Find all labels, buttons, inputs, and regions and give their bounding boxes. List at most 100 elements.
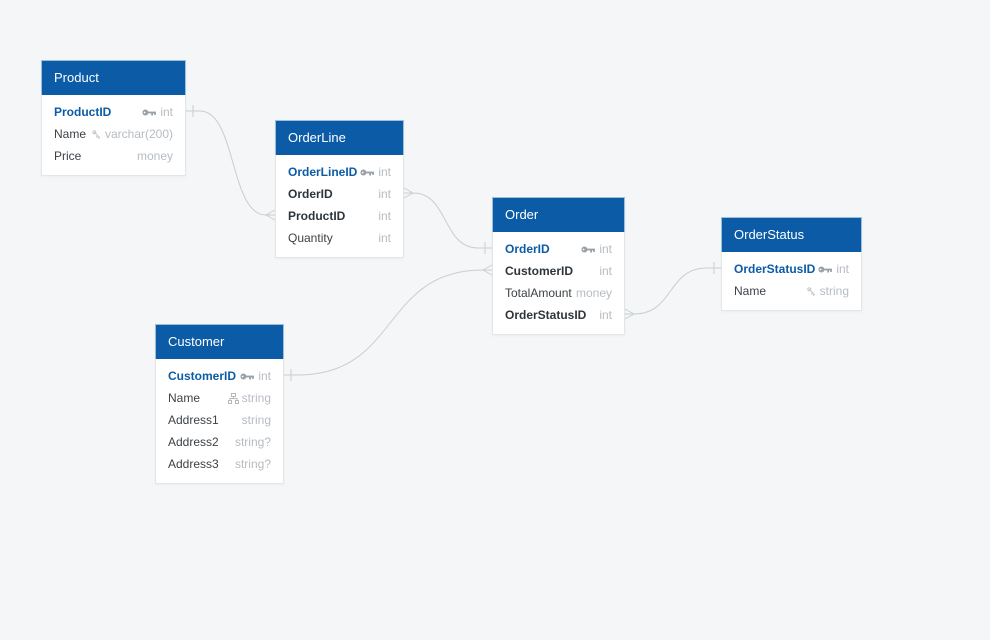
field-row-totalamount[interactable]: TotalAmount money <box>493 282 624 304</box>
field-row-orderlineid[interactable]: OrderLineID int <box>276 161 403 183</box>
field-row-price[interactable]: Price money <box>42 145 185 167</box>
key-icon <box>818 265 833 274</box>
small-key-icon <box>91 129 102 140</box>
field-type: int <box>378 187 391 201</box>
field-type-label: int <box>599 242 612 256</box>
field-type-label: int <box>378 165 391 179</box>
field-name: OrderStatusID <box>734 262 816 276</box>
field-type: string <box>242 413 271 427</box>
field-type-label: string <box>241 413 271 427</box>
field-type: int <box>142 105 173 119</box>
field-type: money <box>137 149 173 163</box>
field-type-label: money <box>575 286 612 300</box>
field-name: ProductID <box>288 209 346 223</box>
field-row-quantity[interactable]: Quantity int <box>276 227 403 249</box>
small-key-icon <box>806 286 817 297</box>
field-name: CustomerID <box>168 369 237 383</box>
field-row-customerid[interactable]: CustomerID int <box>156 365 283 387</box>
field-type-label: int <box>599 308 612 322</box>
field-type-label: string? <box>234 435 271 449</box>
field-name: Quantity <box>288 231 333 245</box>
field-type-label: string? <box>234 457 271 471</box>
field-type: int <box>599 308 612 322</box>
relationship-connector-orderstatus-order[interactable] <box>624 262 721 320</box>
field-row-name[interactable]: Name string <box>722 280 861 302</box>
field-name: OrderStatusID <box>505 308 587 322</box>
field-type-label: int <box>378 231 391 245</box>
table-header-orderstatus[interactable]: OrderStatus <box>721 217 862 252</box>
relationship-connector-order-orderline[interactable] <box>403 187 492 254</box>
relationship-connector-product-orderline[interactable] <box>186 105 276 221</box>
field-type: int <box>581 242 612 256</box>
field-type: string <box>806 284 849 298</box>
field-type-label: string <box>241 391 271 405</box>
field-name: TotalAmount <box>505 286 572 300</box>
table-title: OrderLine <box>288 130 346 145</box>
field-row-address2[interactable]: Address2 string? <box>156 431 283 453</box>
table-title: OrderStatus <box>734 227 805 242</box>
field-name: Name <box>54 127 87 141</box>
field-name: OrderLineID <box>288 165 358 179</box>
table-title: Product <box>54 70 99 85</box>
field-type-label: int <box>258 369 271 383</box>
table-header-order[interactable]: Order <box>492 197 625 232</box>
field-type: int <box>360 165 391 179</box>
key-icon <box>360 168 375 177</box>
field-type-label: int <box>160 105 173 119</box>
field-type-label: varchar(200) <box>104 127 173 141</box>
field-type: string? <box>235 457 271 471</box>
field-row-customerid[interactable]: CustomerID int <box>493 260 624 282</box>
field-row-address3[interactable]: Address3 string? <box>156 453 283 475</box>
field-type-label: int <box>599 264 612 278</box>
table-title: Order <box>505 207 539 222</box>
table-header-product[interactable]: Product <box>41 60 186 95</box>
field-name: CustomerID <box>505 264 574 278</box>
field-name: OrderID <box>288 187 333 201</box>
field-type: int <box>818 262 849 276</box>
field-row-orderstatusid[interactable]: OrderStatusID int <box>722 258 861 280</box>
field-row-orderid[interactable]: OrderID int <box>276 183 403 205</box>
field-type-label: int <box>378 209 391 223</box>
field-row-productid[interactable]: ProductID int <box>276 205 403 227</box>
key-icon <box>142 108 157 117</box>
field-type: int <box>240 369 271 383</box>
field-type: varchar(200) <box>91 127 173 141</box>
field-row-name[interactable]: Name varchar(200) <box>42 123 185 145</box>
table-header-customer[interactable]: Customer <box>155 324 284 359</box>
field-type-label: int <box>836 262 849 276</box>
key-icon <box>581 245 596 254</box>
field-name: Address2 <box>168 435 219 449</box>
relationship-connector-customer-order[interactable] <box>284 264 493 381</box>
field-name: Price <box>54 149 82 163</box>
field-type-label: int <box>378 187 391 201</box>
field-row-orderstatusid[interactable]: OrderStatusID int <box>493 304 624 326</box>
field-name: Address3 <box>168 457 219 471</box>
table-header-orderline[interactable]: OrderLine <box>275 120 404 155</box>
sitemap-icon <box>227 392 239 404</box>
field-type: string? <box>235 435 271 449</box>
field-type: money <box>576 286 612 300</box>
field-type-label: money <box>136 149 173 163</box>
field-type: int <box>378 231 391 245</box>
field-type: int <box>378 209 391 223</box>
key-icon <box>240 372 255 381</box>
field-name: Name <box>734 284 767 298</box>
field-type: string <box>227 391 271 405</box>
field-type: int <box>599 264 612 278</box>
